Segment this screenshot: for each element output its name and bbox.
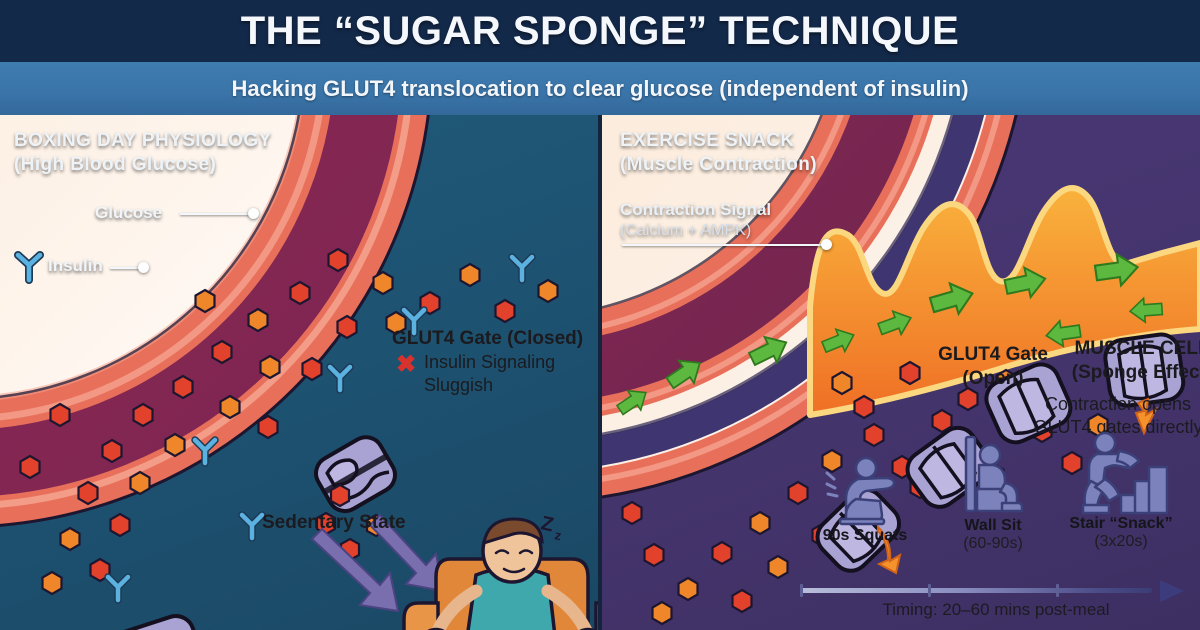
right-heading-line2: (Muscle Contraction): [620, 153, 817, 175]
contraction-signal-subtitle: (Calcium + AMPK): [620, 222, 752, 240]
exercise-duration-stairs: (3x20s): [1094, 533, 1148, 551]
squat-icon: [806, 455, 924, 527]
glucose-leader-line: [180, 213, 252, 215]
glut4-open-line2: (Open): [962, 367, 1024, 389]
exercise-item-wall-sit: Wall Sit (60-90s): [934, 435, 1052, 554]
left-panel-heading: BOXING DAY PHYSIOLOGY (High Blood Glucos…: [14, 129, 272, 177]
wall-sit-icon: [934, 435, 1052, 517]
page-subtitle: Hacking GLUT4 translocation to clear glu…: [231, 75, 969, 101]
left-heading-line2: (High Blood Glucose): [14, 153, 217, 175]
page-title: THE “SUGAR SPONGE” TECHNIQUE: [240, 8, 960, 53]
insulin-status-line2: Sluggish: [424, 374, 494, 395]
exercise-item-squats: 90s Squats: [806, 455, 924, 545]
contraction-leader-dot: [821, 239, 832, 250]
timeline-tick-mid2: [1056, 584, 1059, 597]
contraction-signal-title: Contraction Signal: [620, 200, 772, 219]
exercise-item-stairs: Stair “Snack” (3x20s): [1062, 431, 1180, 552]
timing-caption: Timing: 20–60 mins post-meal: [882, 600, 1110, 619]
contraction-body-line1: Contraction opens: [1044, 394, 1192, 414]
exercise-duration-wall-sit: (60-90s): [963, 535, 1023, 553]
right-panel: EXERCISE SNACK (Muscle Contraction) Cont…: [602, 115, 1200, 630]
insulin-status-line1: Insulin Signaling: [424, 352, 556, 372]
timeline-bar: [800, 588, 1152, 593]
x-mark-icon: ✖: [396, 351, 417, 378]
sedentary-state-label: Sedentary State: [262, 511, 406, 535]
sluggish-arrows-icon: [310, 513, 445, 613]
muscle-cell-line1: MUSCLE CELL: [1074, 338, 1200, 359]
insulin-legend-label: Insulin: [48, 256, 103, 275]
title-bar: THE “SUGAR SPONGE” TECHNIQUE: [0, 0, 1200, 62]
panel-divider: [598, 115, 602, 630]
contraction-leader-line: [622, 244, 826, 246]
glut4-gate-closed-lower-icon: [108, 614, 204, 630]
glut4-open-line1: GLUT4 Gate: [938, 344, 1048, 365]
svg-text:z: z: [553, 527, 563, 543]
insulin-legend-icon: [14, 251, 44, 284]
contraction-wave-icon: [807, 185, 1200, 418]
muscle-cell-line2: (Sponge Effect): [1071, 361, 1200, 383]
sedentary-person-icon: Z z: [402, 512, 598, 630]
glut4-gate-open-4-icon: [1103, 332, 1186, 436]
exercise-name-wall-sit: Wall Sit: [964, 517, 1022, 534]
contraction-signal-label: Contraction Signal (Calcium + AMPK): [620, 199, 850, 242]
left-vessel-illustration: [0, 115, 430, 527]
glucose-leader-dot: [248, 208, 259, 219]
glut4-closed-label: GLUT4 Gate (Closed): [392, 327, 592, 351]
glut4-gate-open-3-icon: [984, 362, 1073, 445]
exercise-name-stairs: Stair “Snack”: [1069, 515, 1173, 532]
exercise-name-squats: 90s Squats: [822, 527, 908, 544]
left-panel: Z z BOXING DAY PHYSIOLOGY (High Blood Gl…: [0, 115, 598, 630]
timeline-tick-start: [800, 584, 803, 597]
contraction-body-line2: GLUT4 gates directly: [1033, 416, 1200, 437]
timeline-arrowhead-icon: [1160, 580, 1184, 602]
svg-text:Z: Z: [539, 512, 556, 536]
right-panel-heading: EXERCISE SNACK (Muscle Contraction): [620, 129, 817, 177]
right-heading-line1: EXERCISE SNACK: [620, 130, 795, 151]
timeline-tick-mid1: [928, 584, 931, 597]
glut4-open-label: GLUT4 Gate (Open): [918, 343, 1068, 391]
muscle-cell-label: MUSCLE CELL (Sponge Effect): [1052, 337, 1200, 385]
insulin-status-text: Insulin Signaling Sluggish: [424, 351, 598, 396]
left-cell-glucose: [315, 483, 387, 562]
left-heading-line1: BOXING DAY PHYSIOLOGY: [14, 130, 272, 151]
insulin-leader-dot: [138, 262, 149, 273]
exercise-snack-row: 90s Squats Wall Sit (60-90s): [806, 431, 1186, 560]
left-cell-glucose-lower: [209, 629, 211, 630]
sedentary-state-text: Sedentary State: [262, 512, 406, 533]
subtitle-bar: Hacking GLUT4 translocation to clear glu…: [0, 62, 1200, 115]
insulin-leader-line: [110, 267, 142, 269]
glut4-closed-title: GLUT4 Gate (Closed): [392, 328, 584, 349]
contraction-body-text: Contraction opens GLUT4 gates directly: [1020, 393, 1200, 438]
timing-timeline: [800, 580, 1184, 602]
stair-climb-icon: [1062, 431, 1180, 515]
glucose-legend-label: Glucose: [95, 203, 163, 222]
